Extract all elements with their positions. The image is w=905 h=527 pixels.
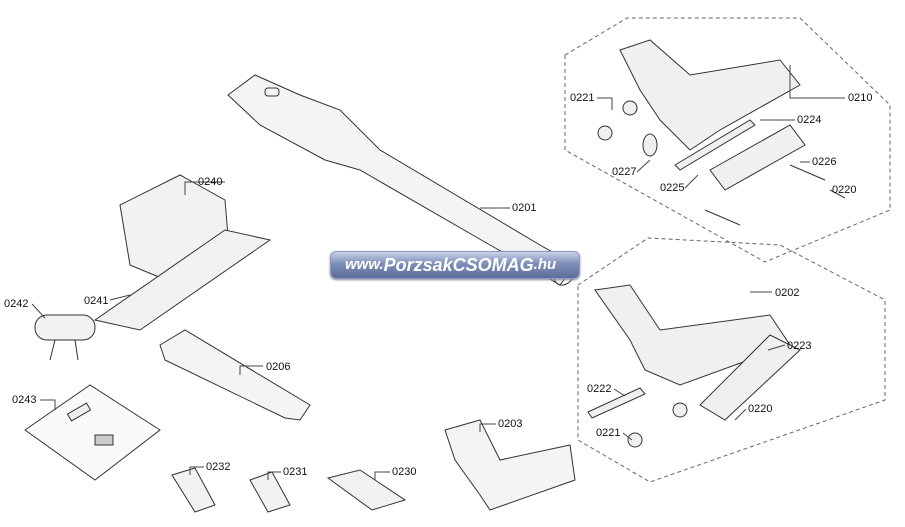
part-label: 0242	[4, 298, 29, 310]
part-label: 0221	[570, 92, 595, 104]
part-label: 0224	[797, 114, 822, 126]
part-label: 0232	[206, 461, 231, 473]
wall-mount-0240	[93, 174, 272, 331]
part-label: 0223	[787, 340, 812, 352]
part-label: 0226	[812, 156, 837, 168]
part-label: 0201	[512, 202, 537, 214]
part-label: 0221	[596, 427, 621, 439]
part-label: 0220	[748, 403, 773, 415]
part-label: 0243	[12, 394, 37, 406]
watermark-banner: www. PorzsakCSOMAG .hu	[330, 251, 580, 279]
part-label: 0241	[84, 295, 109, 307]
crevice-tool-0206	[159, 329, 311, 421]
motorized-brush-0202	[587, 284, 801, 448]
part-label: 0227	[612, 166, 637, 178]
watermark-suffix: .hu	[533, 256, 557, 273]
part-label: 0240	[198, 176, 223, 188]
part-label: 0230	[392, 466, 417, 478]
dashed-group-box-0202	[577, 237, 886, 483]
part-label: 0220	[832, 184, 857, 196]
part-label: 0225	[660, 182, 685, 194]
motorized-brush-0210	[597, 39, 826, 226]
watermark-prefix: www.	[345, 256, 384, 273]
dashed-group-box-0210	[564, 17, 891, 263]
brush-head-0203	[444, 419, 576, 511]
watermark-brand: PorzsakCSOMAG	[383, 255, 534, 275]
part-label: 0222	[587, 383, 612, 395]
part-0242	[34, 314, 96, 361]
part-label: 0202	[775, 287, 800, 299]
leader-lines	[31, 65, 846, 480]
part-label: 0210	[848, 92, 873, 104]
part-label: 0231	[283, 466, 308, 478]
part-label: 0206	[266, 361, 291, 373]
hardware-kit-0243	[24, 384, 161, 481]
nozzle-parts-0232-0231-0230	[171, 467, 407, 513]
part-label: 0203	[498, 418, 523, 430]
